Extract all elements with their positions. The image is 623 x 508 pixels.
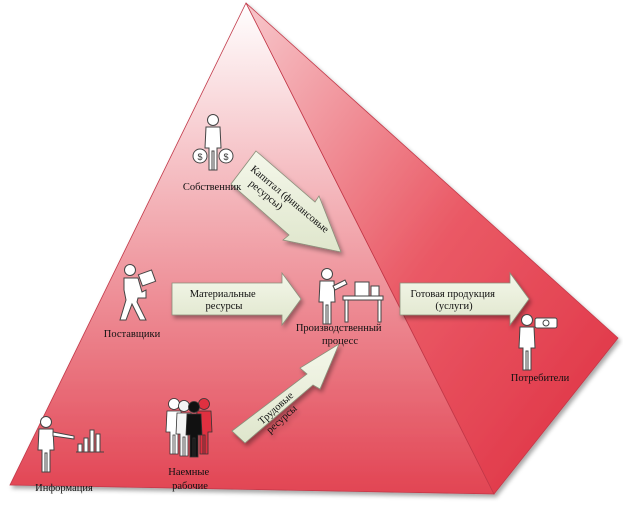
information-label: Информация xyxy=(35,483,93,494)
svg-text:$: $ xyxy=(223,152,228,162)
product-label-line2: (услуги) xyxy=(435,301,473,312)
svg-text:Производственный процесс: Производственный процесс xyxy=(296,323,384,347)
product-label-line1: Готовая продукция xyxy=(410,289,495,300)
process-label-line1: Производственный xyxy=(296,323,382,334)
svg-text:Наемные рабочие: Наемные рабочие xyxy=(168,467,212,492)
person-carrying-box-icon xyxy=(119,264,157,321)
suppliers-label: Поставщики xyxy=(104,329,161,340)
process-label-line2: процесс xyxy=(322,336,358,347)
pyramid-face-right xyxy=(245,2,619,495)
svg-text:Готовая продукция (услуг: Готовая продукция (услуги) xyxy=(410,289,497,312)
consumers-label: Потребители xyxy=(511,373,570,384)
workers-label-line1: Наемные xyxy=(168,467,209,478)
person-pointing-at-chart-icon xyxy=(37,416,104,473)
materials-label-line1: Материальные xyxy=(190,289,256,300)
owner-label: Собственник xyxy=(183,182,242,193)
person-at-workbench-icon xyxy=(318,268,384,325)
materials-arrow: Материальные ресурсы xyxy=(171,271,302,327)
svg-text:Материальные ресурсы: Материальные ресурсы xyxy=(190,289,259,312)
person-with-money-bags-icon: $ $ xyxy=(192,114,234,171)
materials-label-line2: ресурсы xyxy=(206,301,243,312)
svg-text:$: $ xyxy=(197,152,202,162)
workers-label-line2: рабочие xyxy=(172,481,208,492)
product-arrow: Готовая продукция (услуги) xyxy=(399,271,530,327)
pyramid xyxy=(9,2,619,495)
person-holding-money-icon xyxy=(518,314,558,371)
capital-arrow: Капитал (финансовые ресурсы) xyxy=(230,150,342,253)
